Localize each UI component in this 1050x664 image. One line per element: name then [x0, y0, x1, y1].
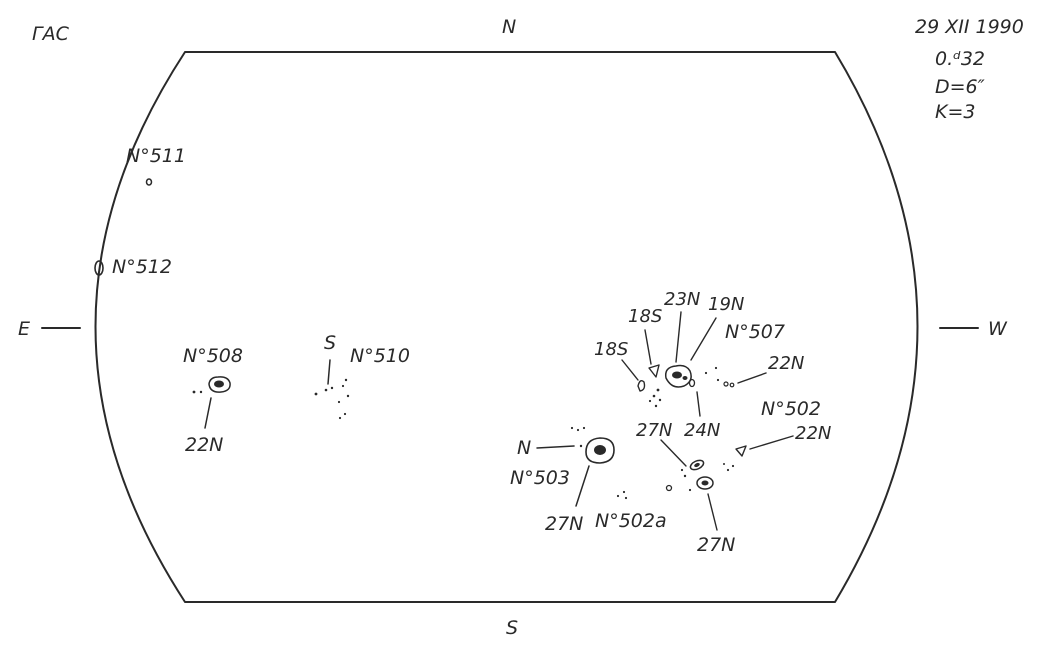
group-502a-spot	[616, 494, 620, 498]
group-507-spot	[716, 378, 720, 382]
group-502a-spot	[622, 490, 626, 494]
group-510-spot	[324, 388, 328, 392]
group-510-label: N°510	[350, 345, 410, 367]
group-507-spot	[723, 381, 729, 387]
group-510-spot	[346, 394, 350, 398]
group-508-small-spot	[199, 390, 203, 394]
group-507-spot	[637, 379, 646, 392]
k-value: K=3	[935, 101, 975, 123]
group-510-spot	[337, 400, 341, 404]
group-502a-spot	[624, 496, 628, 500]
group-507-latitude-23n: 23N	[664, 289, 700, 310]
group-510-spot	[330, 386, 334, 390]
group-503-umbra	[594, 445, 606, 455]
group-512-label: N°512	[112, 256, 172, 278]
observation-time: 0.ᵈ32	[935, 48, 985, 70]
group-507-main-umbra	[672, 371, 682, 379]
group-507-spot	[652, 394, 656, 398]
north-label: N	[502, 16, 516, 38]
group-503-polarity: N	[517, 437, 531, 459]
group-507-latitude-19n: 19N	[708, 294, 744, 315]
group-503-small-spot	[576, 428, 580, 432]
group-502-spot	[694, 462, 700, 468]
group-502-pointer	[707, 493, 718, 531]
east-label: E	[18, 318, 30, 340]
group-510-spot	[314, 392, 318, 396]
group-502-pointer	[749, 435, 794, 450]
group-503-latitude: 27N	[545, 513, 583, 535]
group-510-spot	[344, 378, 348, 382]
group-512-spot	[94, 260, 104, 276]
west-label: W	[988, 318, 1008, 340]
group-507-pointer	[696, 391, 701, 417]
group-510-spot	[341, 384, 345, 388]
group-507-pointer	[690, 317, 717, 361]
group-507-spot	[656, 388, 660, 392]
group-503-penumbra	[585, 437, 615, 464]
group-503-polarity-pointer	[536, 445, 575, 449]
group-508-umbra	[214, 380, 224, 388]
group-507-main-umbra	[682, 376, 688, 380]
group-507-spot	[648, 364, 660, 378]
group-502-spot	[731, 464, 735, 468]
group-511-spot	[145, 178, 153, 186]
group-502-spot	[680, 468, 684, 472]
group-502-pointer	[660, 439, 687, 467]
group-507-latitude-22n: 22N	[768, 353, 804, 374]
group-508-pointer	[204, 397, 212, 429]
group-502-spot	[689, 459, 705, 471]
group-507-spot	[714, 366, 718, 370]
group-503-pointer	[575, 465, 590, 507]
image-diameter: D=6″	[935, 76, 985, 98]
group-507-spot	[688, 378, 696, 388]
group-510-spot	[343, 412, 347, 416]
group-511-label: N°511	[126, 145, 186, 167]
group-507-pointer	[737, 372, 767, 384]
group-502-spot	[665, 484, 673, 492]
group-510-pointer	[327, 359, 331, 385]
group-507-label: N°507	[725, 321, 785, 343]
group-507-spot	[658, 398, 662, 402]
group-508-penumbra	[208, 376, 231, 393]
group-507-spot	[729, 382, 735, 388]
group-502-latitude-27n-upper: 27N	[636, 420, 672, 441]
group-502-spot	[696, 476, 714, 490]
group-508-latitude: 22N	[185, 434, 223, 456]
south-label: S	[506, 617, 518, 639]
group-502a-label: N°502a	[595, 510, 667, 532]
group-503-label: N°503	[510, 467, 570, 489]
group-507-pointer	[644, 329, 652, 365]
group-510-spot	[338, 416, 342, 420]
group-507-spot	[648, 399, 652, 403]
group-507-latitude-18s-lower: 18S	[594, 339, 628, 360]
group-502-latitude-22n: 22N	[795, 423, 831, 444]
group-502-spot	[683, 474, 687, 478]
group-507-spot	[704, 371, 708, 375]
group-503-small-spot	[582, 426, 586, 430]
group-508-small-spot	[192, 390, 196, 394]
group-502-spot	[701, 480, 709, 486]
observatory-label: ГАС	[32, 23, 70, 45]
group-502-label: N°502	[761, 398, 821, 420]
group-503-small-spot	[579, 444, 583, 448]
observation-date: 29 XII 1990	[915, 16, 1024, 38]
group-502-spot	[726, 468, 730, 472]
group-507-latitude-24n: 24N	[684, 420, 720, 441]
group-503-small-spot	[570, 426, 574, 430]
solar-disk-outline	[94, 51, 919, 603]
group-502-spot	[723, 463, 725, 465]
group-507-spot	[654, 404, 658, 408]
group-502-latitude-27n-lower: 27N	[697, 534, 735, 556]
group-507-main-penumbra	[664, 364, 692, 388]
group-508-label: N°508	[183, 345, 243, 367]
group-507-latitude-18s-upper: 18S	[628, 306, 662, 327]
group-507-pointer	[621, 359, 639, 381]
group-507-pointer	[675, 311, 682, 363]
group-502-spot	[688, 488, 692, 492]
group-510-polarity: S	[324, 332, 336, 354]
group-502-spot	[735, 445, 747, 457]
